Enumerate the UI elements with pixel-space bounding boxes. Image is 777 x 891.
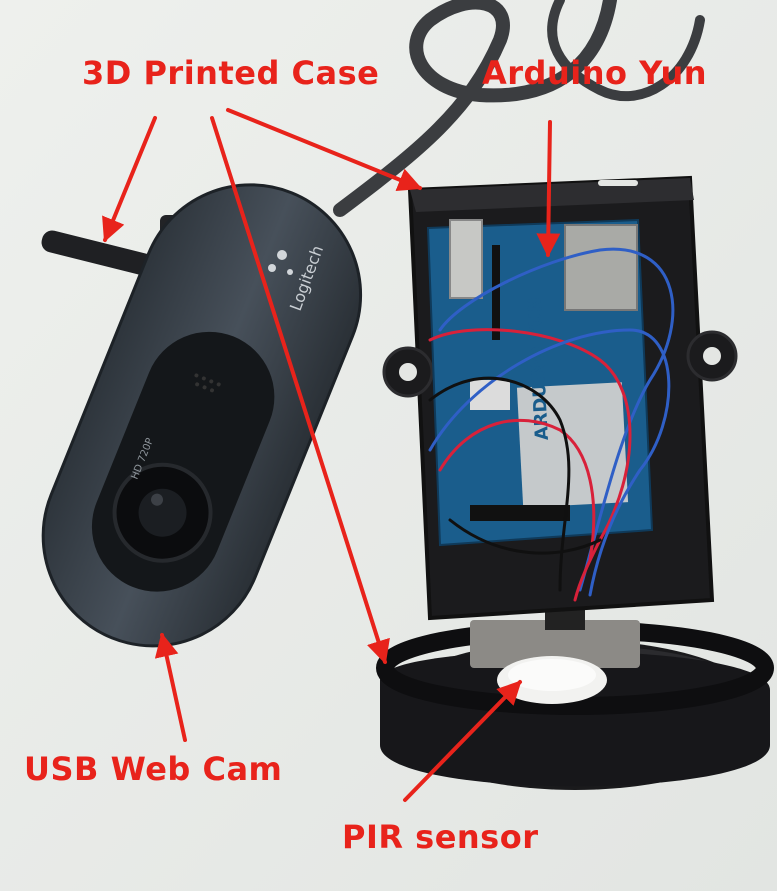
arrow-case-to-box [226,108,423,191]
label-arduino-yun: Arduino Yun [482,54,708,92]
logitech-logo-icon [268,250,293,275]
label-usb-web-cam: USB Web Cam [24,750,283,788]
wires [428,247,675,602]
arrow-case-to-mount [102,116,157,243]
usb-cable [333,0,705,217]
arrow-case-to-ring [210,116,390,665]
arduino-board: ARDUINO YUN [426,218,654,547]
pir-holder-ring [376,621,774,790]
label-3d-printed-case: 3D Printed Case [82,54,380,92]
arrow-pir-to-sensor [403,680,522,802]
label-pir-sensor: PIR sensor [342,818,539,856]
pir-sensor [470,590,640,704]
arrow-cam-to-webcam [154,632,187,742]
arrow-yun-to-board [536,120,561,258]
annotation-arrows [102,108,561,802]
webcam: Logitech HD 720P [41,183,363,648]
